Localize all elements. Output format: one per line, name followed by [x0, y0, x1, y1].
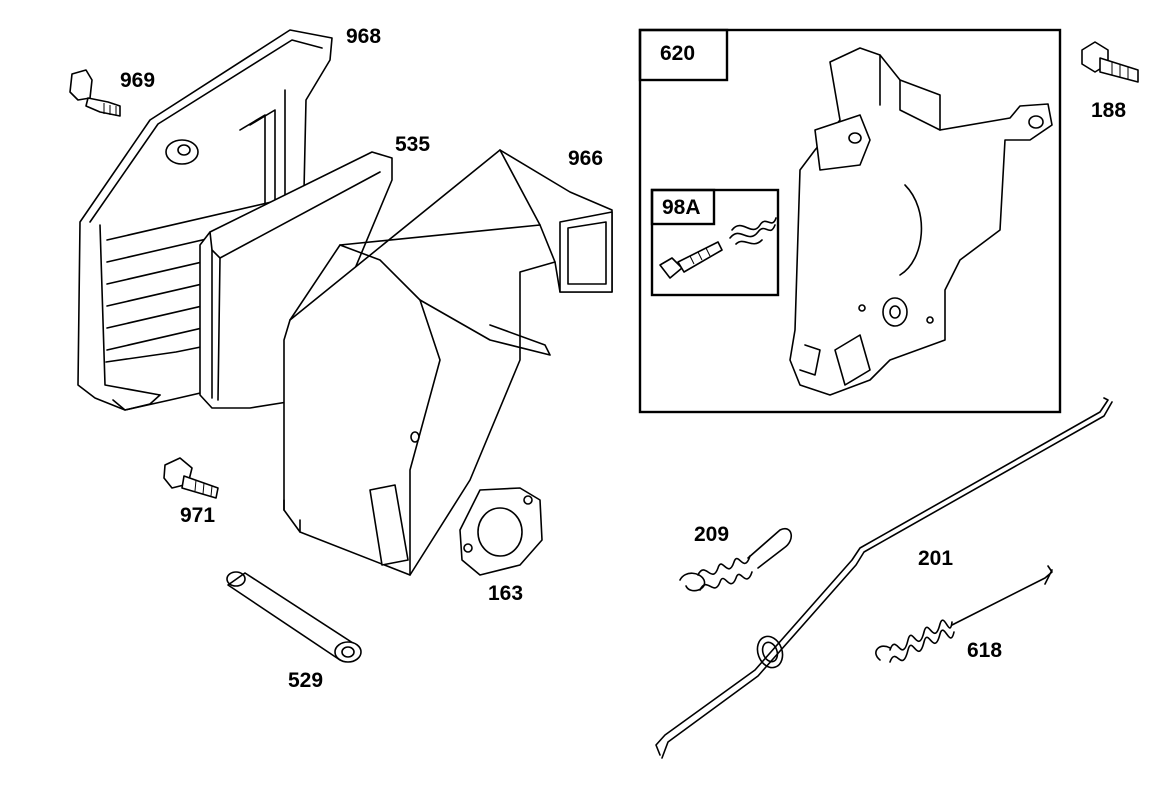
- rod-201: [655, 397, 1113, 759]
- gasket-163: [459, 487, 543, 576]
- air-cleaner-cover-966: [283, 149, 613, 576]
- spring-209: [679, 527, 792, 592]
- filter-element-535: [199, 151, 393, 409]
- part-label-188: 188: [1091, 99, 1127, 122]
- part-label-535: 535: [395, 133, 431, 156]
- part-label-966: 966: [568, 147, 604, 170]
- spring-screw-box-98A: [650, 188, 780, 297]
- part-label-969: 969: [120, 69, 156, 92]
- part-label-201: 201: [918, 547, 954, 570]
- small-screw-98A: [659, 241, 723, 279]
- bolt-188: [1081, 41, 1139, 83]
- spring-618: [875, 565, 1053, 663]
- part-label-529: 529: [288, 669, 324, 692]
- part-label-209: 209: [694, 523, 730, 546]
- screw-969: [69, 69, 121, 117]
- part-label-163: 163: [488, 582, 524, 605]
- part-label-620: 620: [660, 42, 696, 65]
- part-label-971: 971: [180, 504, 216, 527]
- part-label-618: 618: [967, 639, 1003, 662]
- part-label-98A: 98A: [662, 196, 701, 219]
- small-spring-98A: [729, 217, 777, 245]
- screw-971: [163, 457, 219, 499]
- tube-529: [226, 571, 362, 663]
- part-label-968: 968: [346, 25, 382, 48]
- governor-bracket-box-620: [638, 28, 1062, 414]
